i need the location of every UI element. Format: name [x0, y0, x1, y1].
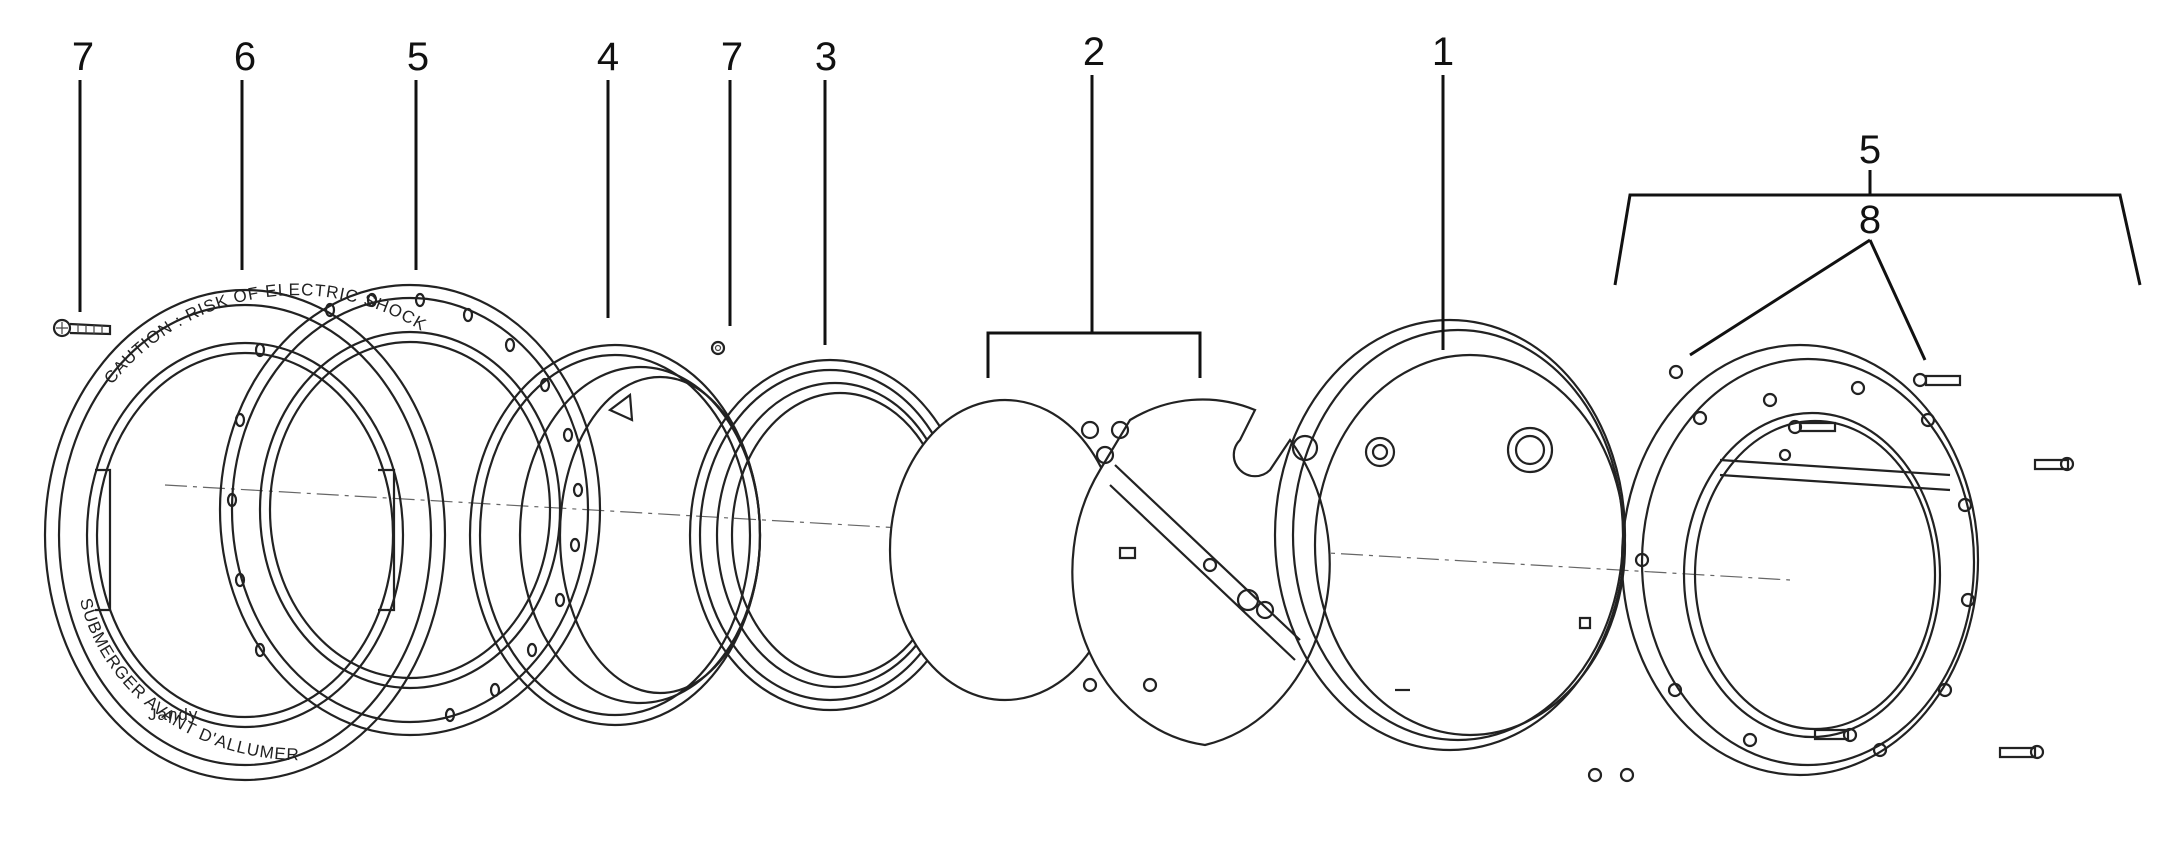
callout-3-gasket: 3	[815, 35, 837, 79]
small-gasket-7	[710, 340, 726, 356]
callout-1-housing: 1	[1432, 30, 1454, 74]
callout-5-group: 5	[1859, 128, 1881, 172]
callout-8-screws: 8	[1859, 198, 1881, 242]
callout-labels: 7 6 5 4 7 3 2 1 5 8	[72, 30, 1881, 242]
screw-left	[52, 318, 112, 338]
leader-lines	[78, 75, 2142, 378]
submerger-ring-text: SUBMERGER AVANT D'ALLUMER	[76, 596, 300, 764]
callout-7-screw: 7	[72, 35, 94, 79]
callout-5-ring: 5	[407, 35, 429, 79]
led-board	[888, 398, 1331, 747]
mounting-ring-assembly	[1587, 343, 2075, 783]
brand-logo-text: Jandy	[148, 705, 198, 724]
callout-4-lens: 4	[597, 35, 619, 79]
caution-ring-text: CAUTION : RISK OF ELECTRIC SHOCK , SUBME…	[0, 0, 430, 388]
bolt-ring	[218, 283, 602, 737]
callout-7-small: 7	[721, 35, 743, 79]
callout-2-board: 2	[1083, 30, 1105, 74]
lens	[468, 343, 762, 727]
front-ring: CAUTION : RISK OF ELECTRIC SHOCK , SUBME…	[0, 0, 447, 782]
callout-6-front-ring: 6	[234, 35, 256, 79]
